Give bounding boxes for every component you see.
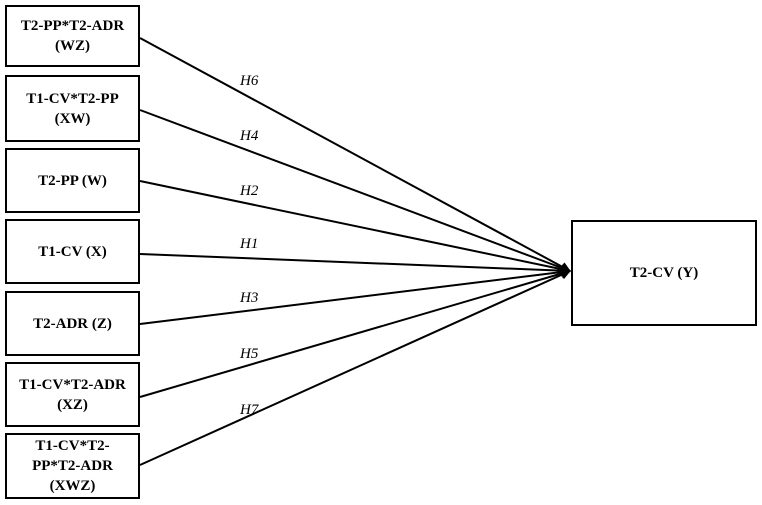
predictor-box-x: T1-CV (X) <box>5 219 140 284</box>
path-h4 <box>139 109 571 273</box>
predictor-box-z: T2-ADR (Z) <box>5 291 140 356</box>
path-h3 <box>139 267 571 325</box>
predictor-label-line: T2-PP (W) <box>38 172 107 189</box>
predictor-label-line: T2-PP*T2-ADR <box>20 18 125 34</box>
predictor-label-line: T1-CV (X) <box>38 243 107 260</box>
predictor-box-xw: T1-CV*T2-PP (XW) <box>5 75 140 142</box>
predictor-label-line: T2-ADR (Z) <box>33 315 112 332</box>
path-h2 <box>139 180 571 275</box>
hypothesis-label-h2: H2 <box>240 183 259 199</box>
hypothesis-label-h1: H1 <box>240 236 259 252</box>
path-h1 <box>139 253 571 276</box>
outcome-label: T2-CV (Y) <box>629 265 699 281</box>
predictor-label-line: (XW) <box>54 110 91 127</box>
hypothesis-label-h6: H6 <box>240 73 259 89</box>
hypothesis-label-h3: H3 <box>240 290 259 306</box>
hypothesis-label-h7: H7 <box>240 402 259 418</box>
predictor-box-xwz: T1-CV*T2- PP*T2-ADR (XWZ) <box>5 433 140 499</box>
predictor-label-line: (XZ) <box>57 396 88 413</box>
path-h5 <box>139 268 571 398</box>
predictor-label-line: T1-CV*T2-PP <box>26 90 119 107</box>
predictor-label-line: T1-CV*T2- <box>35 438 110 454</box>
hypothesis-label-h4: H4 <box>240 128 259 144</box>
hypothesis-paths <box>139 37 571 466</box>
predictor-label-line: (XWZ) <box>49 478 96 494</box>
hypothesis-label-h5: H5 <box>240 346 259 362</box>
outcome-box: T2-CV (Y) <box>571 220 757 326</box>
predictor-box-xz: T1-CV*T2-ADR (XZ) <box>5 362 140 427</box>
predictor-label-line: T1-CV*T2-ADR <box>19 376 126 393</box>
path-h7 <box>139 270 571 466</box>
path-h6 <box>139 37 571 272</box>
predictor-box-wz: T2-PP*T2-ADR (WZ) <box>5 5 140 67</box>
predictor-box-w: T2-PP (W) <box>5 148 140 213</box>
predictor-label-line: PP*T2-ADR <box>32 458 113 474</box>
predictor-label-line: (WZ) <box>54 38 90 54</box>
